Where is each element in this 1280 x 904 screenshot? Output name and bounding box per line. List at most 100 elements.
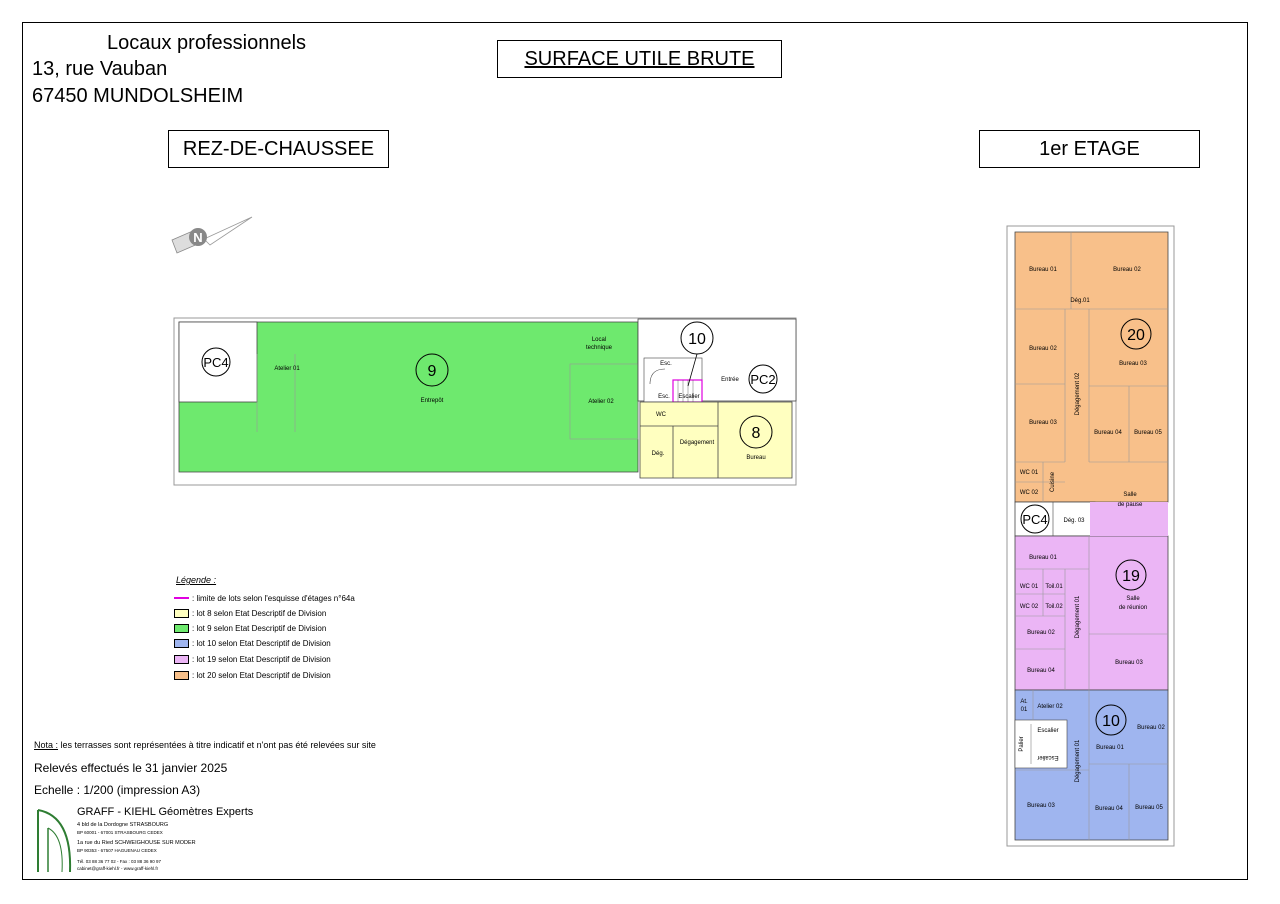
f1-l19-bureau01: Bureau 01 <box>1029 555 1057 561</box>
f1-l19-wc01: WC 01 <box>1020 584 1039 590</box>
f1-l19-salle2: de réunion <box>1119 605 1147 611</box>
room-degagement: Dégagement <box>680 440 715 446</box>
firm-address2: 1a rue du Ried SCHWEIGHOUSE SUR MODER <box>77 840 196 846</box>
f1-l20-deg01: Dég.01 <box>1070 298 1090 304</box>
f1-l20-bureau05: Bureau 05 <box>1134 430 1162 436</box>
f1-l10-at01a: At. <box>1020 699 1028 705</box>
f1-l20-wc01: WC 01 <box>1020 470 1039 476</box>
legend-swatch-lot8 <box>174 608 189 618</box>
f1-l20-salle2: de pause <box>1118 502 1143 508</box>
firm-phone: Tél. 03 88 36 77 02 - Fax : 03 88 36 90 … <box>77 859 162 864</box>
firm-name: GRAFF - KIEHL Géomètres Experts <box>77 806 254 818</box>
first-lot19-label: 19 <box>1122 568 1140 585</box>
f1-l20-bureau03: Bureau 03 <box>1029 420 1057 426</box>
legend-item: : limite de lots selon l'esquisse d'étag… <box>174 592 355 604</box>
header-line3: 67450 MUNDOLSHEIM <box>32 85 244 107</box>
ground-pc4-label: PC4 <box>203 355 228 370</box>
ground-floor-title-box: REZ-DE-CHAUSSEE <box>168 130 389 168</box>
ground-floor-plan: PC4 9 10 PC2 8 Atelier 01 Entrepôt Local… <box>173 317 797 486</box>
note: Nota : les terrasses sont représentées à… <box>34 740 376 750</box>
ground-lot10-label: 10 <box>688 331 706 348</box>
room-wc: WC <box>656 412 667 418</box>
first-floor-title: 1er ETAGE <box>1039 137 1140 160</box>
note-text: les terrasses sont représentées à titre … <box>58 740 376 750</box>
ground-floor-title: REZ-DE-CHAUSSEE <box>182 137 375 160</box>
legend-swatch-lot20 <box>174 670 189 680</box>
legend-item: : lot 8 selon Etat Descriptif de Divisio… <box>174 607 326 619</box>
drawing-frame <box>22 22 1248 880</box>
legend-line-marker <box>174 597 189 599</box>
legend-item-label: : lot 20 selon Etat Descriptif de Divisi… <box>192 670 331 680</box>
f1-l19-bureau03: Bureau 03 <box>1115 660 1143 666</box>
firm-address2b: BP 90353 - 67507 HAGUENAU CEDEX <box>77 848 157 853</box>
ground-lot8-label: 8 <box>752 425 761 442</box>
main-title-box: SURFACE UTILE BRUTE <box>497 40 782 78</box>
room-escalier: Escalier <box>678 394 699 400</box>
room-esc-2: Esc. <box>658 394 670 400</box>
legend-item: : lot 20 selon Etat Descriptif de Divisi… <box>174 669 331 681</box>
legend-item: : lot 19 selon Etat Descriptif de Divisi… <box>174 653 331 665</box>
legend-swatch-lot19 <box>174 654 189 664</box>
f1-l10-escalier-flip: Escalier <box>1037 754 1058 760</box>
firm-address1: 4 bld de la Dordogne STRASBOURG <box>77 822 169 828</box>
lot8-area <box>639 401 793 479</box>
header-line2: 13, rue Vauban <box>32 58 168 80</box>
f1-l10-bureau03: Bureau 03 <box>1027 803 1055 809</box>
f1-l10-escalier: Escalier <box>1037 728 1058 734</box>
f1-l20-degagement02: Dégagement 02 <box>1075 372 1081 415</box>
first-lot10-label: 10 <box>1102 713 1120 730</box>
f1-l20-cuisine: Cuisine <box>1050 471 1056 492</box>
room-deg: Dég. <box>652 451 665 457</box>
f1-l10-degagement01: Dégagement 01 <box>1075 739 1081 782</box>
f1-l10-bureau01: Bureau 01 <box>1096 745 1124 751</box>
ground-lot9-label: 9 <box>428 363 437 380</box>
first-floor-plan: 20 PC4 19 10 Bureau 01 Bureau 02 Dég.01 … <box>1006 225 1175 847</box>
first-lot20-label: 20 <box>1127 327 1145 344</box>
room-esc-1: Esc. <box>660 361 672 367</box>
header-line1: Locaux professionnels <box>107 32 307 54</box>
ground-pc2-label: PC2 <box>750 372 775 387</box>
room-atelier02: Atelier 02 <box>588 399 614 405</box>
f1-l10-bureau04: Bureau 04 <box>1095 806 1123 812</box>
f1-l19-degagement01: Dégagement 01 <box>1075 595 1081 638</box>
f1-l20-bureau02: Bureau 02 <box>1029 346 1057 352</box>
room-bureau: Bureau <box>746 455 765 461</box>
f1-l20-wc02: WC 02 <box>1020 490 1039 496</box>
firm-address1b: BP 60001 - 67001 STRASBOURG CEDEX <box>77 830 163 835</box>
f1-l10-atelier02: Atelier 02 <box>1037 704 1063 710</box>
legend-item-label: : limite de lots selon l'esquisse d'étag… <box>192 593 355 603</box>
scale-text: Echelle : 1/200 (impression A3) <box>34 783 201 797</box>
lot9-area <box>178 321 639 473</box>
legend-item-label: : lot 8 selon Etat Descriptif de Divisio… <box>192 608 327 618</box>
f1-l19-salle1: Salle <box>1126 596 1140 602</box>
firm-logo-icon <box>37 809 72 873</box>
legend-item-label: : lot 9 selon Etat Descriptif de Divisio… <box>192 623 327 633</box>
survey-date: Relevés effectués le 31 janvier 2025 <box>34 761 228 775</box>
f1-l20-bureau01: Bureau 01 <box>1029 267 1057 273</box>
legend-item-label: : lot 10 selon Etat Descriptif de Divisi… <box>192 638 331 648</box>
legend-swatch-lot9 <box>174 623 189 633</box>
room-local-technique-1: Local <box>592 337 606 343</box>
f1-l20-bureau02-top: Bureau 02 <box>1113 267 1141 273</box>
north-arrow-icon: N <box>171 216 253 254</box>
room-entree: Entrée <box>721 377 739 383</box>
f1-l20-salle1: Salle <box>1123 492 1137 498</box>
note-label: Nota : <box>34 740 59 750</box>
room-entrepot: Entrepôt <box>421 398 444 404</box>
legend-item-label: : lot 19 selon Etat Descriptif de Divisi… <box>192 654 331 664</box>
f1-l19-toil02: Toil.02 <box>1045 604 1063 610</box>
main-title: SURFACE UTILE BRUTE <box>524 47 755 70</box>
room-local-technique-2: technique <box>586 345 613 351</box>
f1-l20-bureau03-right: Bureau 03 <box>1119 361 1147 367</box>
f1-deg03: Dég. 03 <box>1063 518 1085 524</box>
first-pc4-label: PC4 <box>1022 512 1047 527</box>
legend-item: : lot 9 selon Etat Descriptif de Divisio… <box>174 622 326 634</box>
f1-l19-wc02: WC 02 <box>1020 604 1039 610</box>
legend-swatch-lot10 <box>174 638 189 648</box>
room-atelier01: Atelier 01 <box>274 366 300 372</box>
legend-title: Légende : <box>176 575 217 585</box>
f1-l19-toil01: Toil.01 <box>1045 584 1063 590</box>
f1-l19-bureau02: Bureau 02 <box>1027 630 1055 636</box>
legend-item: : lot 10 selon Etat Descriptif de Divisi… <box>174 637 331 649</box>
f1-l10-bureau02: Bureau 02 <box>1137 725 1165 731</box>
